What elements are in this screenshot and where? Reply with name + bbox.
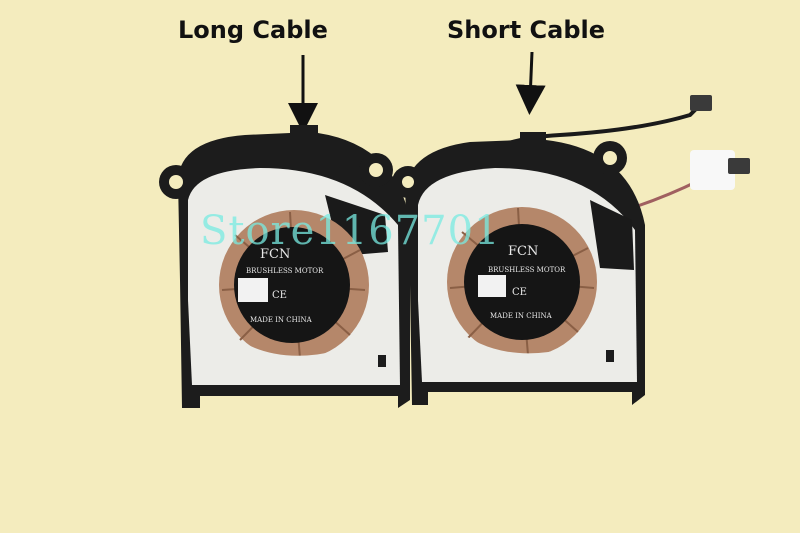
short-cable-label: Short Cable <box>447 16 606 44</box>
left-fan-motor: BRUSHLESS MOTOR <box>246 267 324 275</box>
left-fan: FCN BRUSHLESS MOTOR CE MADE IN CHINA <box>159 125 410 408</box>
right-fan-marks: CE <box>512 287 527 298</box>
right-fan-brand: FCN <box>508 244 538 259</box>
right-fan: FCN BRUSHLESS MOTOR CE MADE IN CHINA <box>392 95 750 405</box>
store-watermark: Store1167701 <box>200 208 501 254</box>
right-fan-origin: MADE IN CHINA <box>490 312 553 320</box>
left-fan-marks: CE <box>272 290 287 301</box>
long-cable-label: Long Cable <box>178 16 328 44</box>
right-fan-motor: BRUSHLESS MOTOR <box>488 266 566 274</box>
left-fan-brand: FCN <box>260 247 290 262</box>
short-cable-arrow <box>515 51 546 115</box>
left-fan-origin: MADE IN CHINA <box>250 316 313 324</box>
